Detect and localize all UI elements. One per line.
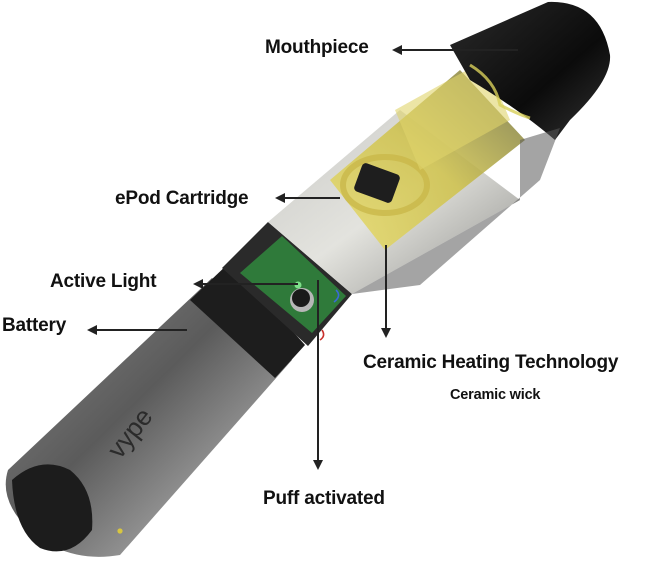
label-epod-cartridge: ePod Cartridge bbox=[115, 188, 249, 209]
epod-cartridge bbox=[268, 60, 525, 294]
label-battery: Battery bbox=[2, 315, 67, 336]
label-active-light: Active Light bbox=[50, 271, 157, 292]
label-puff-activated: Puff activated bbox=[263, 488, 385, 509]
label-ceramic-wick: Ceramic wick bbox=[450, 387, 541, 403]
battery-body bbox=[5, 262, 305, 557]
callout-arrows bbox=[87, 45, 518, 470]
label-ceramic-heating: Ceramic Heating Technology bbox=[363, 352, 619, 373]
label-mouthpiece: Mouthpiece bbox=[265, 37, 369, 58]
microphone-sensor bbox=[292, 289, 310, 307]
charge-indicator-dot bbox=[117, 528, 123, 534]
mouthpiece bbox=[450, 1, 611, 140]
ceramic-heater-block bbox=[354, 163, 400, 203]
